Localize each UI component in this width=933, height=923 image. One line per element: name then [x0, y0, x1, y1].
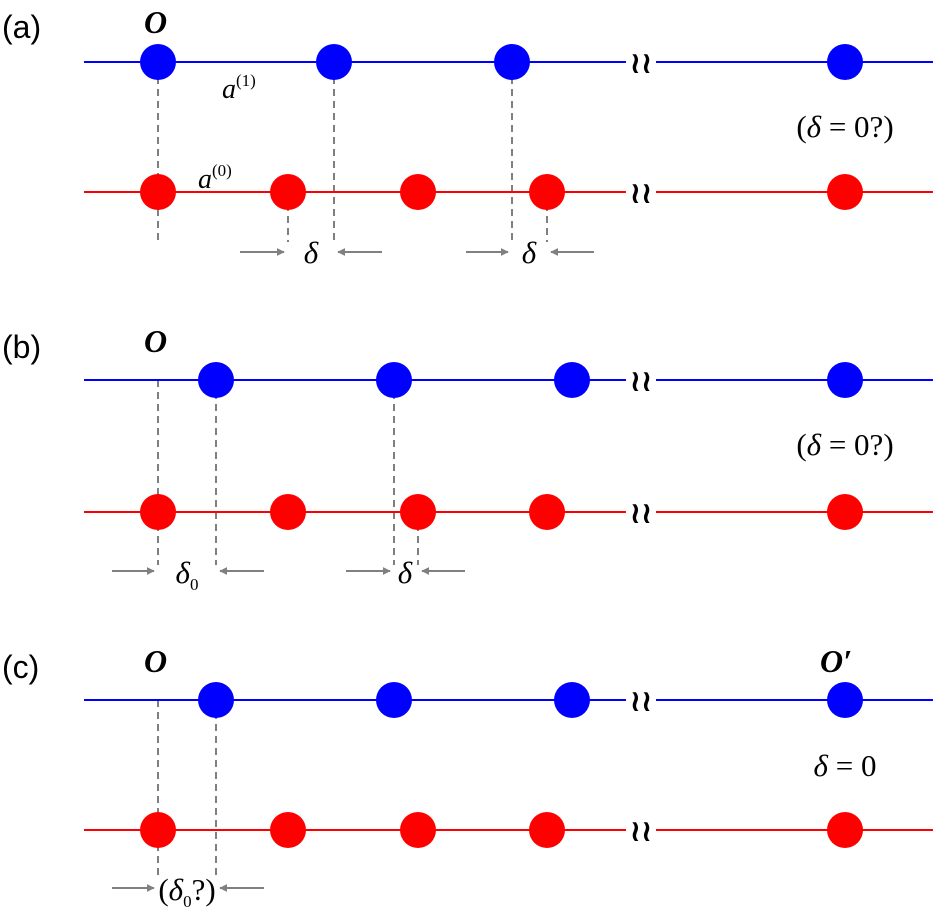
panel-c-lower-atom [140, 812, 176, 848]
panel-b-offset-origin: δ0 [112, 555, 264, 594]
panel-c-upper-lattice: ≀≀ [84, 682, 933, 719]
panel-a-mismatch-1: δ [240, 235, 382, 270]
panel-b-note: (δ = 0?) [796, 427, 893, 462]
double-wavy-break-icon: ≀≀ [630, 176, 653, 211]
panel-a-guides [157, 65, 548, 242]
panel-a-lower-atom [140, 174, 176, 210]
panel-c-upper-atom [198, 682, 234, 718]
panel-c-lower-lattice: ≀≀ [84, 812, 933, 849]
panel-a-upper-lattice-constant: a(1) [222, 71, 256, 105]
panel-c-lower-atom [827, 812, 863, 848]
panel-c-origin-label: O [144, 643, 167, 679]
double-wavy-break-icon: ≀≀ [630, 46, 653, 81]
panel-b-delta0-label: δ0 [176, 555, 199, 594]
panel-a-upper-atom [827, 44, 863, 80]
panel-b-origin-label: O [144, 323, 167, 359]
panel-b-label: (b) [2, 329, 41, 365]
panel-a-upper-atom [316, 44, 352, 80]
panel-a-lower-atom [827, 174, 863, 210]
panel-b: (b) O ≀≀ ≀≀ [2, 323, 933, 594]
panel-b-upper-atom [376, 362, 412, 398]
panel-c-guides [157, 700, 217, 878]
double-wavy-break-icon: ≀≀ [630, 496, 653, 531]
panel-a-lower-atom [270, 174, 306, 210]
panel-b-lower-atom [140, 494, 176, 530]
panel-b-lower-atom [529, 494, 565, 530]
panel-c: (c) O O′ ≀≀ ≀≀ ( [2, 643, 933, 911]
panel-a-lower-atom [400, 174, 436, 210]
panel-b-lower-atom [827, 494, 863, 530]
panel-a-note: (δ = 0?) [796, 109, 893, 144]
panel-c-note: δ = 0 [814, 748, 877, 783]
double-wavy-break-icon: ≀≀ [630, 364, 653, 399]
panel-c-upper-atom [827, 682, 863, 718]
panel-a-lower-lattice-constant: a(0) [198, 161, 232, 195]
double-wavy-break-icon: ≀≀ [630, 684, 653, 719]
panel-a-lower-lattice: ≀≀ [84, 174, 933, 211]
panel-b-lower-atom [400, 494, 436, 530]
panel-a-mismatch-2: δ [466, 235, 594, 270]
panel-c-origin-prime-label: O′ [820, 643, 852, 679]
panel-c-label: (c) [2, 649, 39, 685]
panel-b-upper-atom [554, 362, 590, 398]
panel-c-lower-atom [529, 812, 565, 848]
panel-c-upper-atom [376, 682, 412, 718]
panel-a-lower-atom [529, 174, 565, 210]
panel-b-upper-lattice: ≀≀ [84, 362, 933, 399]
panel-c-lower-atom [400, 812, 436, 848]
panel-a-delta-label: δ [304, 235, 319, 270]
panel-c-lower-atom [270, 812, 306, 848]
panel-c-upper-atom [554, 682, 590, 718]
panel-a-upper-lattice: ≀≀ [84, 44, 933, 81]
panel-a-upper-atom [140, 44, 176, 80]
panel-b-upper-atom [827, 362, 863, 398]
panel-b-delta-label: δ [398, 555, 413, 590]
panel-b-guides [157, 380, 419, 565]
panel-b-upper-atom [198, 362, 234, 398]
panel-a-delta-label: δ [522, 235, 537, 270]
panel-b-lower-atom [270, 494, 306, 530]
double-wavy-break-icon: ≀≀ [630, 814, 653, 849]
panel-a: (a) O ≀≀ ≀≀ a(1) [2, 4, 933, 270]
panel-c-offset-origin: (δ0?) [112, 872, 264, 911]
panel-b-lower-lattice: ≀≀ [84, 494, 933, 531]
panel-a-label: (a) [2, 9, 41, 45]
panel-c-delta0-label: (δ0?) [158, 872, 215, 911]
panel-a-origin-label: O [144, 4, 167, 40]
panel-b-mismatch: δ [346, 555, 465, 590]
panel-a-upper-atom [494, 44, 530, 80]
